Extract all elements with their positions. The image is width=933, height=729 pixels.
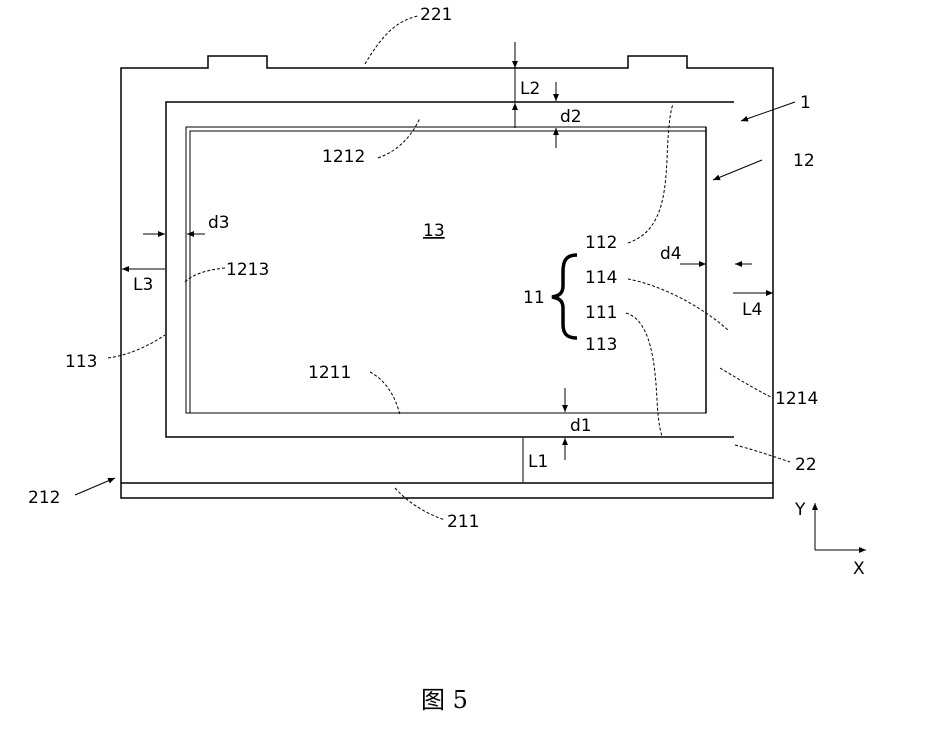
label-axis-y: Y [794,500,806,520]
label-22: 22 [795,455,817,475]
leader-1 [741,102,795,121]
leader-221 [365,16,418,64]
label-1: 1 [800,93,811,113]
leader-114 [628,279,728,330]
leader-12 [713,160,762,180]
brace-11 [552,255,577,338]
label-d2: d2 [560,107,582,127]
label-112: 112 [585,233,617,253]
label-12: 12 [793,151,815,171]
leader-1214 [720,368,773,398]
label-221: 221 [420,5,452,25]
label-1212: 1212 [322,147,365,167]
label-211: 211 [447,512,479,532]
leader-1212 [378,118,420,158]
leader-112 [628,104,673,243]
label-13: 13 [423,221,445,241]
label-114: 114 [585,268,617,288]
leader-113 [108,335,165,358]
label-L1: L1 [528,452,548,472]
leader-111 [626,313,662,436]
label-11: 11 [523,288,545,308]
label-L2: L2 [520,79,540,99]
figure-caption: 图 5 [421,686,468,714]
label-1214: 1214 [775,389,818,409]
label-1213: 1213 [226,260,269,280]
label-1211: 1211 [308,363,351,383]
label-L3: L3 [133,275,153,295]
leader-1211 [370,372,400,415]
label-L4: L4 [742,300,762,320]
label-113-brace: 113 [585,335,617,355]
leader-22 [735,445,790,462]
leader-1213 [185,268,225,282]
label-axis-x: X [853,559,865,579]
outer-frame-22 [121,56,773,498]
leader-211 [395,488,445,520]
label-111: 111 [585,303,617,323]
label-212: 212 [28,488,60,508]
label-113: 113 [65,352,97,372]
leader-212 [75,478,115,495]
label-d1: d1 [570,416,592,436]
label-d4: d4 [660,244,682,264]
label-d3: d3 [208,213,230,233]
